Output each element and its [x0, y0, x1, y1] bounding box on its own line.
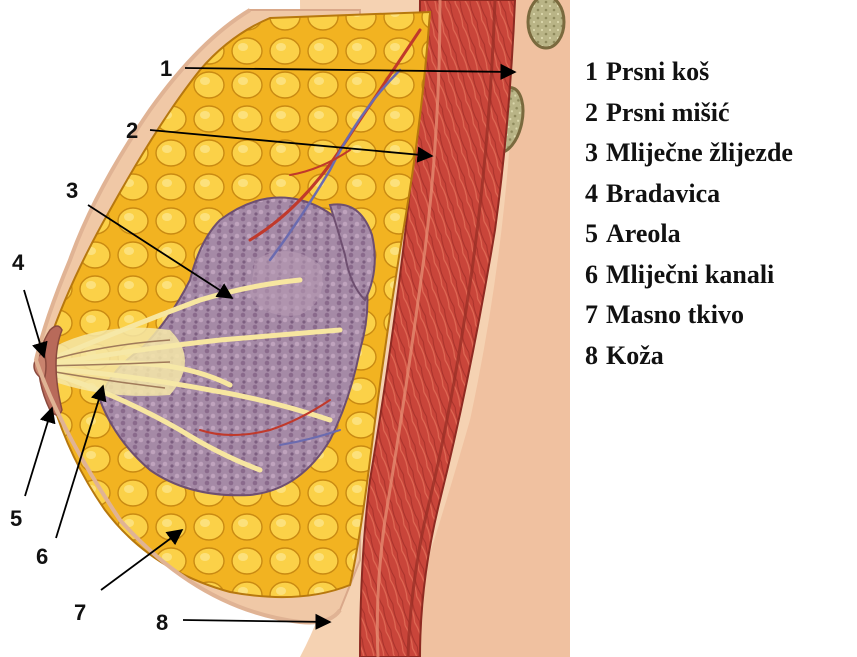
legend: 1 Prsni koš 2 Prsni mišić 3 Mliječne žlijez…: [585, 52, 793, 376]
legend-item: 5 Areola: [585, 214, 793, 255]
legend-item: 1 Prsni koš: [585, 52, 793, 93]
legend-number: 4: [585, 179, 598, 208]
legend-label: Mliječne žlijezde: [606, 138, 793, 167]
legend-item: 7 Masno tkivo: [585, 295, 793, 336]
legend-item: 3 Mliječne žlijezde: [585, 133, 793, 174]
callout-number: 5: [10, 506, 22, 531]
legend-label: Mliječni kanali: [606, 260, 774, 289]
legend-number: 5: [585, 219, 598, 248]
legend-label: Prsni koš: [606, 57, 709, 86]
legend-label: Prsni mišić: [606, 98, 730, 127]
legend-number: 8: [585, 341, 598, 370]
legend-label: Koža: [606, 341, 664, 370]
legend-number: 6: [585, 260, 598, 289]
legend-number: 3: [585, 138, 598, 167]
callout-number: 1: [160, 56, 172, 81]
callout-number: 7: [74, 600, 86, 625]
legend-item: 8 Koža: [585, 336, 793, 377]
callout-arrow-4: [24, 290, 44, 357]
legend-number: 1: [585, 57, 598, 86]
legend-number: 7: [585, 300, 598, 329]
callout-arrow-5: [25, 408, 52, 496]
legend-number: 2: [585, 98, 598, 127]
callout-number: 2: [126, 118, 138, 143]
callout-number: 6: [36, 544, 48, 569]
legend-label: Masno tkivo: [606, 300, 744, 329]
callout-number: 3: [66, 178, 78, 203]
legend-item: 6 Mliječni kanali: [585, 255, 793, 296]
legend-item: 4 Bradavica: [585, 174, 793, 215]
legend-label: Areola: [606, 219, 681, 248]
legend-label: Bradavica: [606, 179, 720, 208]
callout-number: 8: [156, 610, 168, 635]
legend-item: 2 Prsni mišić: [585, 93, 793, 134]
callout-number: 4: [12, 250, 25, 275]
rib-section: [528, 0, 564, 48]
